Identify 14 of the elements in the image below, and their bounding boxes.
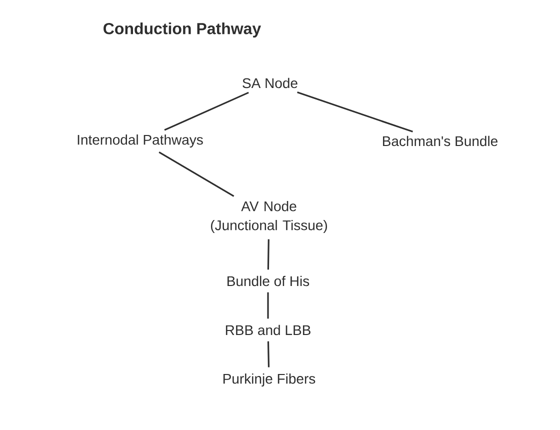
node-label: Bundle of His [228,276,310,286]
title: Conduction Pathway [104,22,262,38]
connector-line [267,239,270,270]
node-label: Purkinje Fibers [223,373,316,386]
connector-line [158,152,234,197]
node-label: Bachman's Bundle [383,136,498,146]
connector-line [267,341,270,368]
connector-line [297,92,413,132]
connector-line [267,292,269,319]
node-label: SA Node [242,78,298,88]
node-label: Internodal Pathways [78,134,203,148]
node-label: AV Node (Junctional Tissue) [211,200,327,233]
node-label: RBB and LBB [226,324,310,336]
connector-line [164,92,249,131]
